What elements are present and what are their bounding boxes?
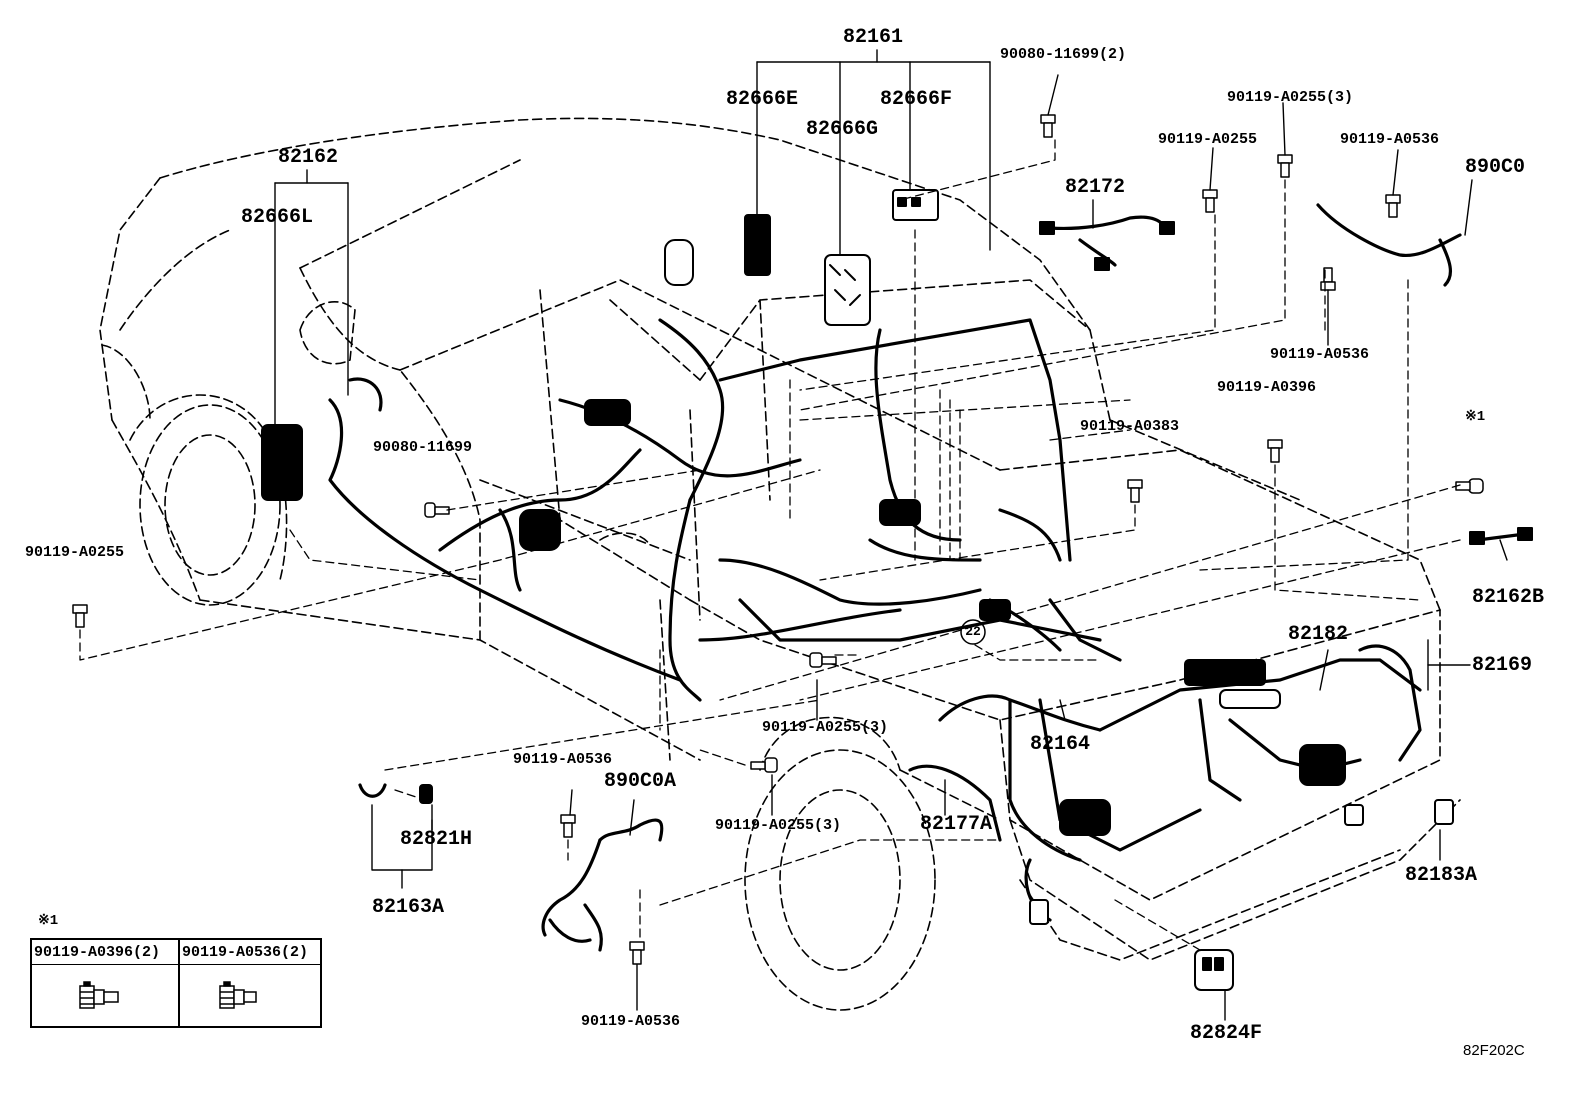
label-82666G: 82666G [806,118,879,141]
legend-left-part: 90119-A0396(2) [34,944,161,961]
bolt-icon [560,814,576,838]
label-890C0A: 890C0A [604,770,677,793]
label-90119-A0383: 90119-A0383 [1080,418,1180,435]
label-90119-A0255-left: 90119-A0255 [25,544,125,561]
bolt-icon [1277,154,1293,178]
wire-harness-strands [328,203,1527,952]
label-82162B: 82162B [1472,586,1545,609]
label-82824F: 82824F [1190,1022,1263,1045]
label-90119-A0255-3-low: 90119-A0255(3) [715,817,842,834]
bolt-icon [750,757,778,773]
legend-cell-right: 90119-A0536(2) [180,940,320,1026]
bolt-icon [1320,267,1336,291]
nut-bolt-icon [219,981,257,1009]
bolt-icon [1267,439,1283,463]
label-90119-A0255-3-mid: 90119-A0255(3) [762,719,889,736]
legend-cell-left: 90119-A0396(2) [32,940,180,1026]
label-90119-A0255-3-top: 90119-A0255(3) [1227,89,1354,106]
label-82164: 82164 [1030,733,1091,756]
fasteners [72,114,1484,965]
label-90080-11699-2: 90080-11699(2) [1000,46,1127,63]
diagram-code: 82F202C [1463,1042,1525,1059]
bolt-icon [424,502,450,518]
components [261,189,1533,991]
label-82163A: 82163A [372,896,445,919]
bolt-icon [1127,479,1143,503]
bolt-icon [809,652,837,668]
component-rear-connector [664,239,694,286]
label-82161: 82161 [843,26,904,49]
note-mark-1: ※1 [1465,409,1486,425]
bolt-icon [72,604,88,628]
label-90119-A0536-mid: 90119-A0536 [1270,346,1370,363]
label-90080-11699: 90080-11699 [373,439,473,456]
label-82182: 82182 [1288,623,1349,646]
label-82666F: 82666F [880,88,953,111]
bolt-icon [1385,194,1401,218]
bolt-icon [1455,478,1484,494]
bolt-icon [1040,114,1056,138]
label-90119-A0536-bottom: 90119-A0536 [581,1013,681,1030]
label-90119-A0396: 90119-A0396 [1217,379,1317,396]
label-82666L: 82666L [241,206,314,229]
component-82666L [261,424,303,501]
label-90119-A0255-top: 90119-A0255 [1158,131,1258,148]
legend-right-part: 90119-A0536(2) [182,944,309,961]
legend-table: 90119-A0396(2) 90119-A0536(2) [30,938,322,1028]
label-890C0: 890C0 [1465,156,1526,179]
bolt-icon [629,941,645,965]
component-82666E [744,214,771,276]
bolt-icon [1202,189,1218,213]
label-82162: 82162 [278,146,339,169]
dashed-leaders [79,139,1461,951]
label-82666E: 82666E [726,88,799,111]
nut-bolt-icon [79,981,119,1009]
label-90119-A0536-low: 90119-A0536 [513,751,613,768]
vehicle-body-outline [99,117,1461,1011]
label-82169: 82169 [1472,654,1533,677]
callout-22: 22 [965,624,981,639]
label-82821H: 82821H [400,828,473,851]
label-82183A: 82183A [1405,864,1478,887]
leader-lines [274,49,1508,1021]
label-90119-A0536-top: 90119-A0536 [1340,131,1440,148]
label-82172: 82172 [1065,176,1126,199]
legend-mark: ※1 [38,913,59,929]
label-82177A: 82177A [920,813,993,836]
callout-circle [960,619,986,645]
